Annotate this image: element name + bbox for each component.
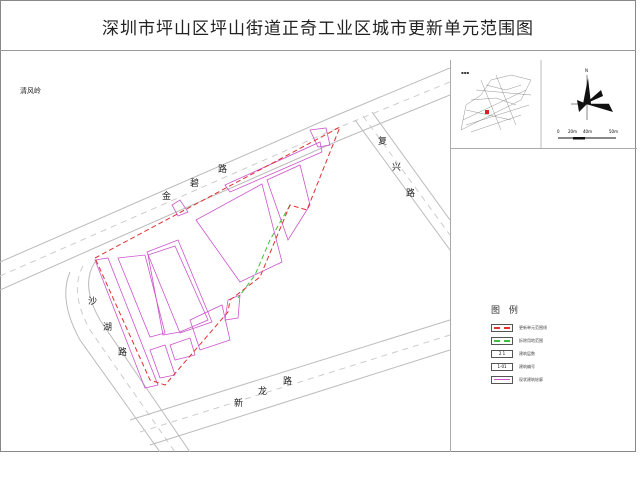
location-inset: ▪▪▪ N 0 20m 40m 50m — [460, 60, 618, 148]
road-fuxing — [354, 111, 450, 251]
road-label: 兴 — [392, 163, 402, 173]
road-label: 路 — [118, 348, 128, 358]
svg-text:40m: 40m — [583, 129, 592, 134]
map-canvas — [0, 67, 450, 452]
legend-item: 现状建筑轮廓 — [491, 374, 621, 385]
inset-caption: ▪▪▪ — [461, 70, 469, 75]
road-label: 金 — [162, 192, 172, 202]
road-label: 碧 — [190, 179, 200, 189]
road-label: 龙 — [258, 387, 268, 397]
road-jinbi — [0, 67, 450, 291]
svg-text:50m: 50m — [609, 129, 618, 134]
site-location-marker — [485, 110, 489, 114]
legend-item: 更新单元范围线 — [491, 322, 621, 333]
red-dashed-line-icon — [491, 323, 513, 332]
green-dashed-line-icon — [491, 336, 513, 345]
demolition-boundary — [237, 204, 291, 299]
inset-panel: ▪▪▪ N 0 20m 40m 50m — [451, 60, 637, 149]
building-number-box-icon: 1-01 — [491, 362, 513, 371]
road-shahu — [65, 261, 191, 452]
map-title: 深圳市坪山区坪山街道正奇工业区城市更新单元范围图 — [102, 19, 534, 39]
road-label: 湖 — [103, 323, 113, 333]
road-xinlong — [129, 319, 450, 446]
road-label: 路 — [406, 189, 416, 199]
road-label: 新 — [234, 399, 244, 409]
svg-text:20m: 20m — [568, 129, 577, 134]
road-label: 沙 — [88, 297, 98, 307]
legend-title: 图 例 — [491, 306, 521, 316]
divider — [0, 50, 636, 51]
legend-item: 1-01 建筑编号 — [491, 361, 621, 372]
north-label: N — [585, 68, 588, 73]
legend: 图 例 更新单元范围线 拆除用地范围 2 1 建筑层数 1-01 建筑编号 现状… — [491, 303, 621, 387]
svg-text:0: 0 — [557, 129, 560, 134]
north-arrow-icon — [571, 75, 613, 120]
scale-bar: 0 20m 40m 50m — [557, 129, 618, 140]
magenta-line-icon — [491, 375, 513, 384]
floor-count-box-icon: 2 1 — [491, 349, 513, 358]
legend-item: 2 1 建筑层数 — [491, 348, 621, 359]
legend-item: 拆除用地范围 — [491, 335, 621, 346]
road-label: 复 — [378, 137, 388, 147]
renewal-unit-boundary — [94, 125, 341, 386]
place-label-qingfengling: 清风岭 — [20, 87, 41, 95]
road-label: 路 — [283, 377, 293, 387]
map-frame — [0, 0, 636, 452]
side-panel: ▪▪▪ N 0 20m 40m 50m 图 例 更新单元范 — [450, 60, 637, 452]
road-label: 路 — [218, 165, 228, 175]
existing-buildings — [94, 127, 331, 389]
city-map-thumbnail — [460, 74, 532, 133]
